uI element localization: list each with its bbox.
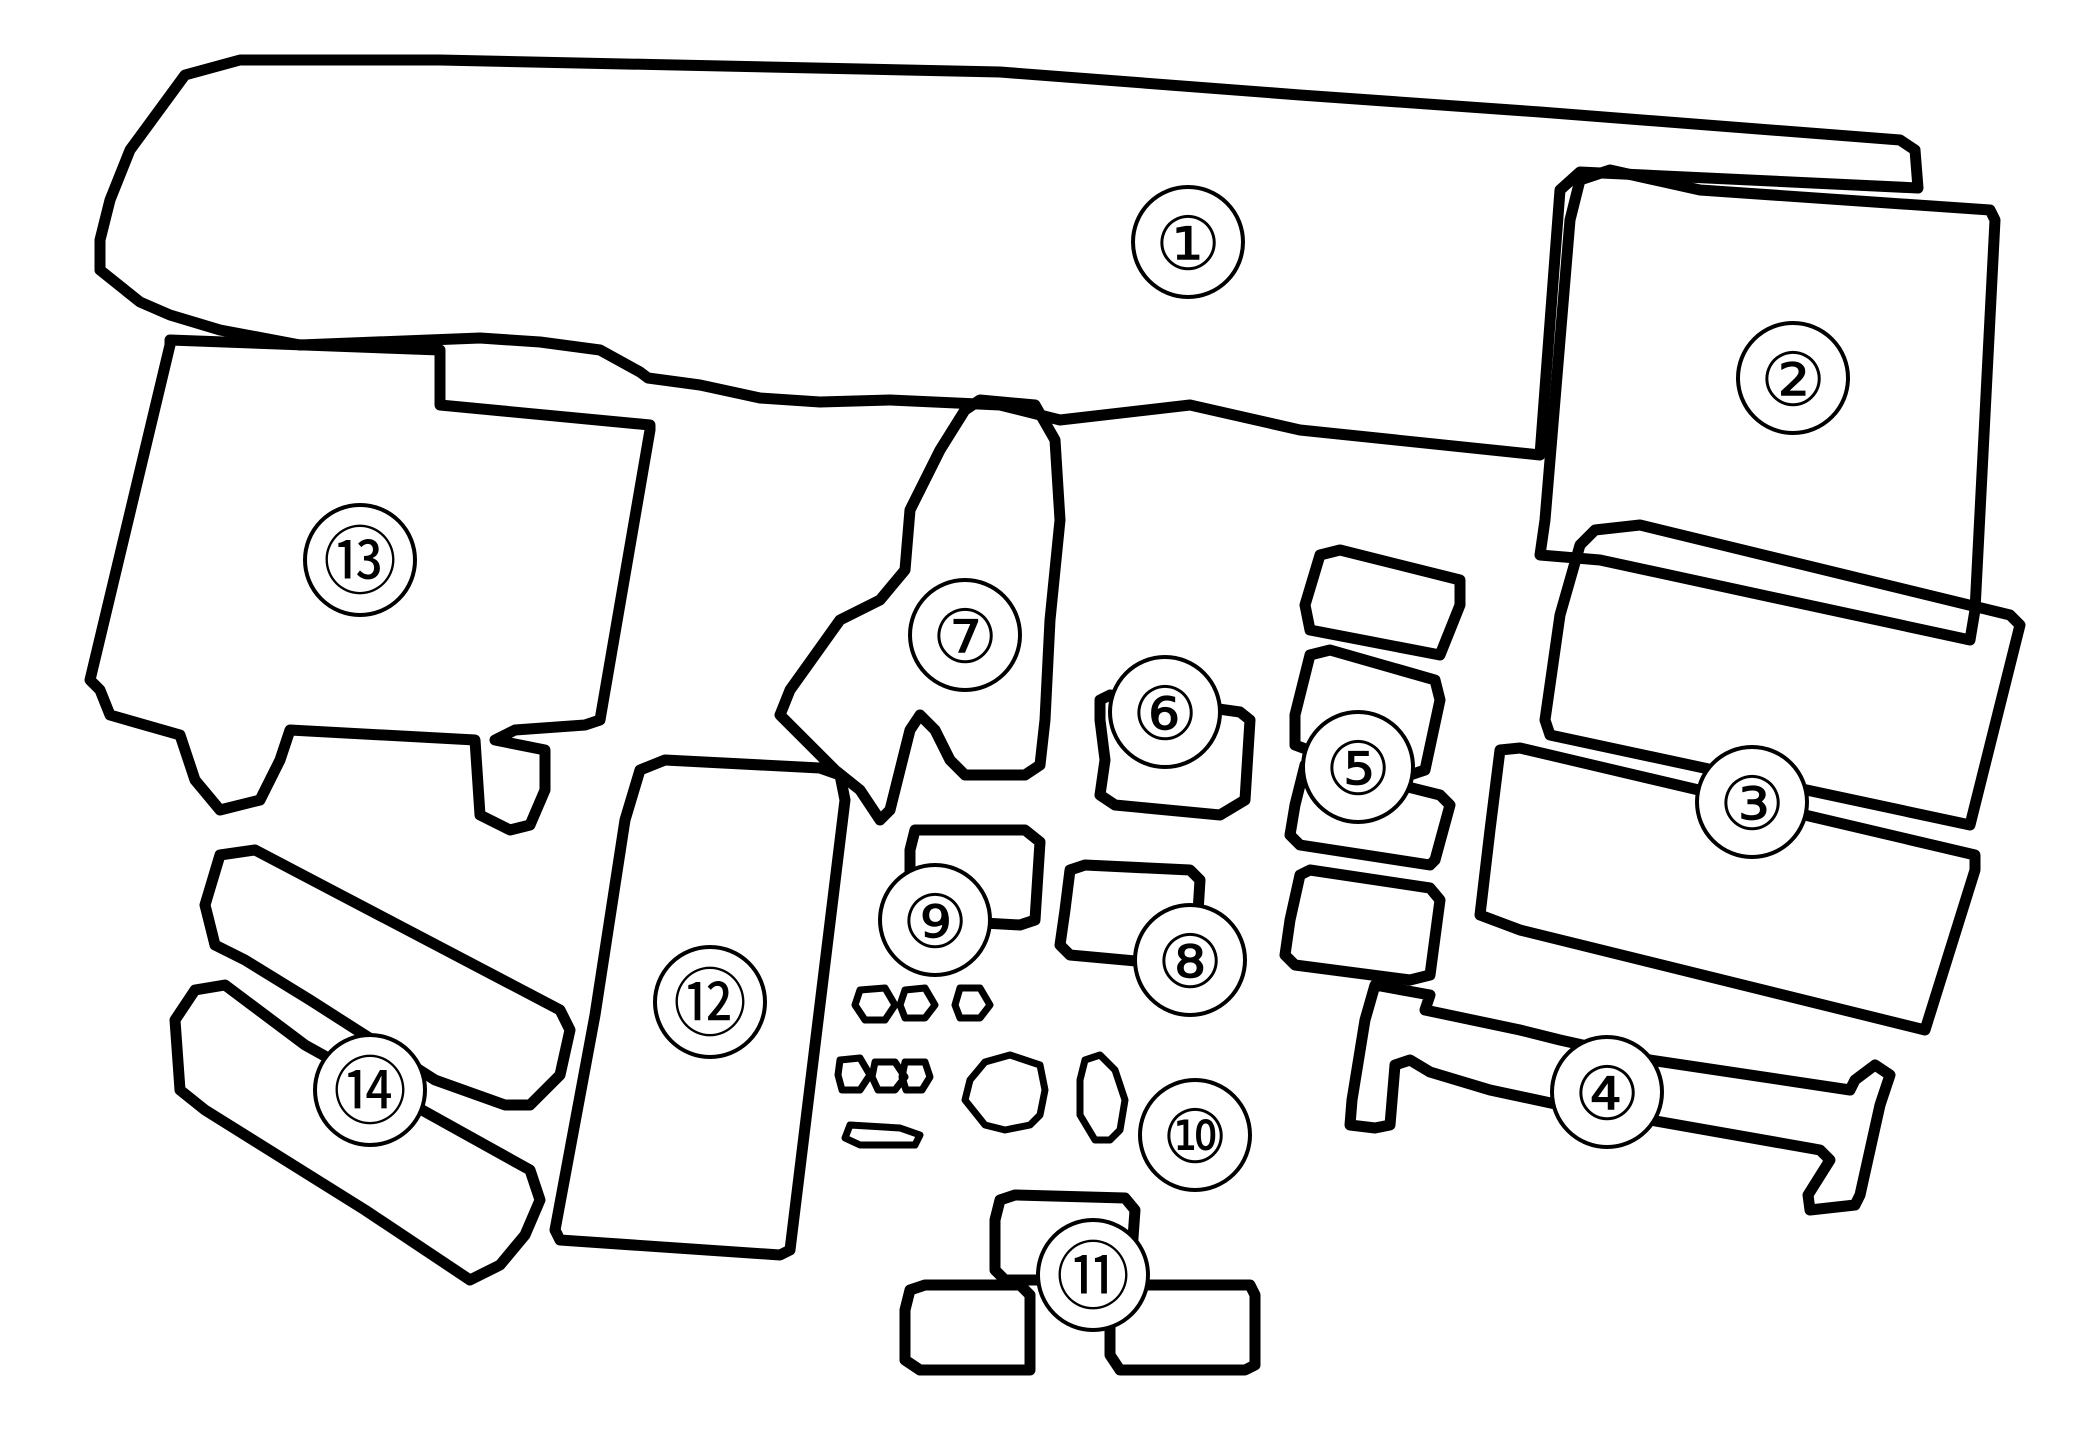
- part-9: [904, 824, 1046, 931]
- badge-14: ⑭: [313, 1033, 427, 1147]
- badge-11-label: ⑪: [1056, 1236, 1130, 1319]
- badge-1: ①: [1131, 185, 1245, 299]
- badge-12-label: ⑫: [673, 963, 747, 1046]
- badge-2-label: ②: [1760, 339, 1826, 422]
- badge-1-label: ①: [1155, 203, 1221, 286]
- badge-10-label: ⑩: [1162, 1096, 1228, 1179]
- badge-4: ④: [1550, 1035, 1664, 1149]
- badge-5: ⑤: [1301, 710, 1415, 824]
- badge-3-label: ③: [1719, 763, 1785, 846]
- badge-8-label: ⑧: [1157, 921, 1223, 1004]
- badge-8: ⑧: [1133, 903, 1247, 1017]
- part-12: [549, 754, 851, 1261]
- badge-12: ⑫: [653, 945, 767, 1059]
- badge-7: ⑦: [908, 578, 1022, 692]
- badge-14-label: ⑭: [333, 1051, 407, 1134]
- badge-2: ②: [1736, 321, 1850, 435]
- badge-10: ⑩: [1138, 1078, 1252, 1192]
- part-1: [94, 54, 1924, 461]
- part-3: [1474, 519, 2026, 1036]
- badge-13: ⑬: [303, 503, 417, 617]
- part-10: [834, 984, 1129, 1149]
- badge-4-label: ④: [1574, 1053, 1640, 1136]
- badge-13-label: ⑬: [323, 521, 397, 604]
- badge-11: ⑪: [1036, 1218, 1150, 1332]
- part-14: [169, 844, 576, 1286]
- badge-6: ⑥: [1108, 655, 1222, 769]
- part-13: [84, 334, 656, 836]
- part-2: [1534, 164, 2001, 646]
- badge-9: ⑨: [878, 863, 992, 977]
- part-7: [774, 394, 1066, 826]
- badge-7-label: ⑦: [932, 596, 998, 679]
- badge-6-label: ⑥: [1132, 673, 1198, 756]
- badge-9-label: ⑨: [902, 881, 968, 964]
- badge-3: ③: [1695, 745, 1809, 859]
- badge-5-label: ⑤: [1325, 728, 1391, 811]
